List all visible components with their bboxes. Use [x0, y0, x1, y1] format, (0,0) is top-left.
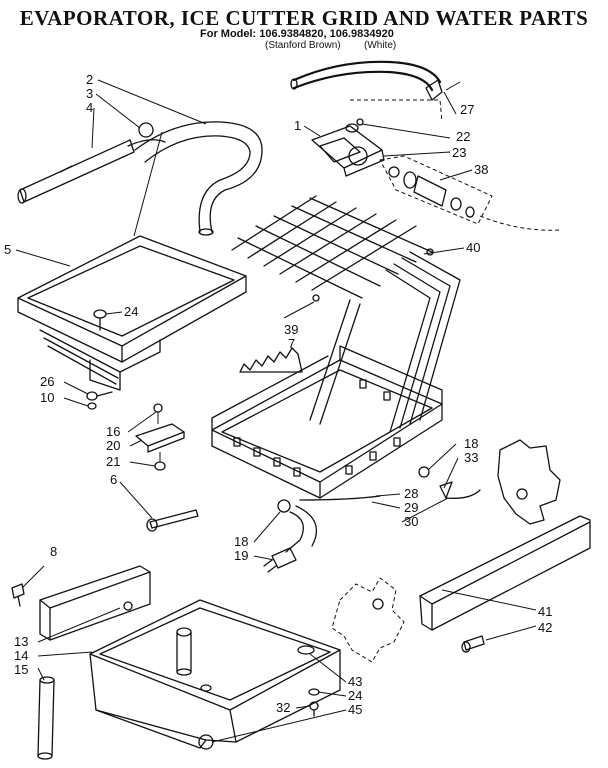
callout-8: 8	[50, 544, 57, 559]
callout-40: 40	[466, 240, 480, 255]
color-variant-white: (White)	[364, 40, 397, 51]
callout-5: 5	[4, 242, 11, 257]
grid-wiring-harness	[263, 466, 481, 573]
callout-45: 45	[348, 702, 362, 717]
grid-clips	[239, 347, 303, 373]
front-cover-panel	[419, 515, 591, 653]
callout-labels: 2 3 4 5 24 26 10 16 20 21 6 1 27 22 23 3…	[4, 72, 552, 717]
callout-41: 41	[538, 604, 552, 619]
water-hose	[290, 60, 443, 101]
callout-28: 28	[404, 486, 418, 501]
callout-7: 7	[288, 336, 295, 351]
callout-38: 38	[474, 162, 488, 177]
water-valve	[311, 118, 385, 177]
callout-4: 4	[86, 100, 93, 115]
page-title: EVAPORATOR, ICE CUTTER GRID AND WATER PA…	[19, 6, 589, 30]
callout-22: 22	[456, 129, 470, 144]
callout-1: 1	[294, 118, 301, 133]
callout-15: 15	[14, 662, 28, 677]
ice-cutter-grid	[231, 195, 434, 302]
callout-14: 14	[14, 648, 28, 663]
cutter-grid-tray	[211, 345, 443, 499]
insulation-piece	[331, 577, 405, 663]
callout-29: 29	[404, 500, 418, 515]
callout-6: 6	[110, 472, 117, 487]
callout-2: 2	[86, 72, 93, 87]
callout-32: 32	[276, 700, 290, 715]
callout-24a: 24	[124, 304, 138, 319]
callout-18b: 18	[464, 436, 478, 451]
drain-hose	[37, 676, 55, 760]
drip-tray	[89, 599, 341, 750]
callout-23: 23	[452, 145, 466, 160]
callout-leaders	[15, 79, 537, 743]
callout-20: 20	[106, 438, 120, 453]
callout-19: 19	[234, 548, 248, 563]
cutter-grid-frame	[309, 251, 461, 433]
callout-16: 16	[106, 424, 120, 439]
callout-13: 13	[14, 634, 28, 649]
wiring-cover	[497, 439, 561, 525]
callout-24b: 24	[348, 688, 362, 703]
callout-10: 10	[40, 390, 54, 405]
mounting-bracket	[11, 565, 151, 641]
callout-27: 27	[460, 102, 474, 117]
water-fill-tube	[17, 121, 263, 236]
callout-33: 33	[464, 450, 478, 465]
callout-3: 3	[86, 86, 93, 101]
color-variant-brown: (Stanford Brown)	[265, 40, 341, 51]
callout-39: 39	[284, 322, 298, 337]
callout-43: 43	[348, 674, 362, 689]
callout-42: 42	[538, 620, 552, 635]
callout-30: 30	[404, 514, 418, 529]
callout-18a: 18	[234, 534, 248, 549]
fill-fitting-kit	[350, 99, 561, 231]
model-numbers: For Model: 106.9384820, 106.9834920	[200, 28, 394, 40]
callout-21: 21	[106, 454, 120, 469]
evaporator-assembly	[17, 235, 247, 391]
evaporator-fasteners	[86, 309, 199, 532]
callout-26: 26	[40, 374, 54, 389]
